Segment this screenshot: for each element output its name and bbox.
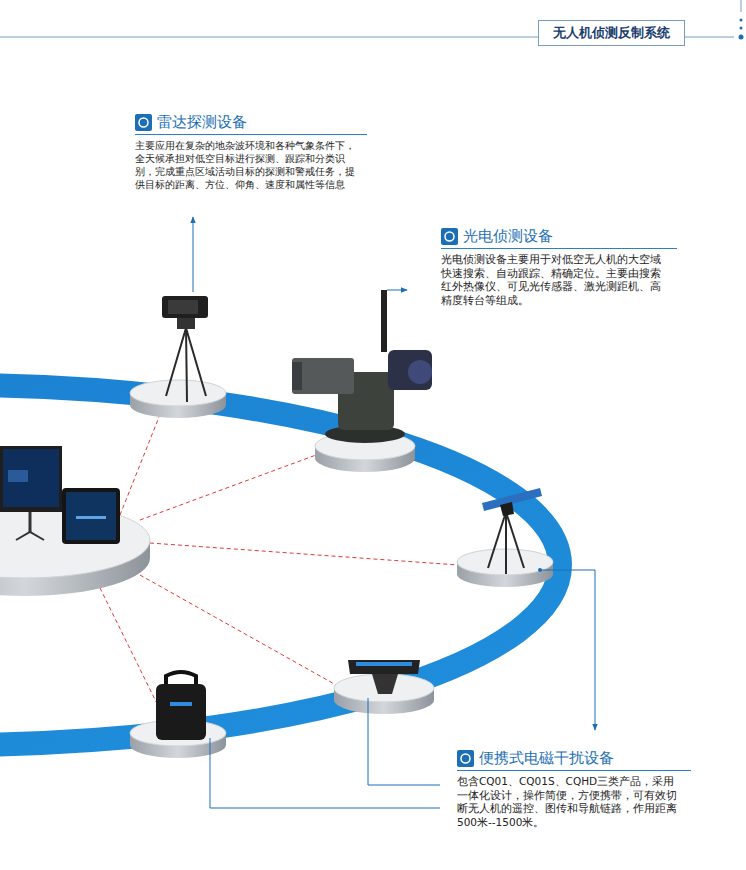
heading-icon-glyph xyxy=(461,754,470,763)
monitor-foot xyxy=(16,532,44,540)
monitor-screen xyxy=(3,449,59,507)
camera-box xyxy=(292,358,354,394)
backpack-handle xyxy=(166,672,196,686)
heading-icon-glyph xyxy=(445,232,454,241)
section-body: 主要应用在复杂的地杂波环境和各种气象条件下，全天候承担对低空目标进行探测、跟踪和… xyxy=(135,139,363,191)
tripod-leg xyxy=(186,328,206,396)
pedestal xyxy=(130,380,226,418)
section-body: 光电侦测设备主要用于对低空无人机的大空域快速搜索、自动跟踪、精确定位。主要由搜索… xyxy=(441,253,663,308)
pedestal-top xyxy=(130,380,226,406)
lens-box xyxy=(388,350,432,390)
heading-icon-glyph xyxy=(139,118,148,127)
backpack-logo xyxy=(170,702,192,706)
header-dot xyxy=(740,19,743,22)
section-body: 包含CQ01、CQ01S、CQHD三类产品，采用一体化设计，操作简便，方便携带，… xyxy=(457,775,685,830)
handheld-handle xyxy=(372,674,398,694)
tripod-leg xyxy=(166,328,186,396)
monitor-ui xyxy=(8,470,28,482)
heading-icon xyxy=(135,114,152,131)
tablet-ui xyxy=(76,516,106,519)
leader-line xyxy=(368,698,440,785)
leader-arrow xyxy=(540,570,595,730)
leader-arrow xyxy=(193,217,194,292)
tablet-frame xyxy=(62,488,120,544)
heading-icon xyxy=(457,750,474,767)
section-heading: 雷达探测设备 xyxy=(135,113,367,135)
device-section: 便携式电磁干扰设备包含CQ01、CQ01S、CQHD三类产品，采用一体化设计，操… xyxy=(457,749,691,830)
dashed-link xyxy=(120,402,165,515)
leader-arrow xyxy=(387,290,407,291)
lens xyxy=(408,360,432,384)
pedestal-top xyxy=(334,674,434,702)
jammer-grip xyxy=(500,502,514,516)
header-tick xyxy=(741,0,742,12)
tripod-leg xyxy=(505,512,507,574)
section-heading: 便携式电磁干扰设备 xyxy=(457,749,691,771)
device-section: 雷达探测设备主要应用在复杂的地杂波环境和各种气象条件下，全天候承担对低空目标进行… xyxy=(135,113,367,191)
page-title: 无人机侦测反制系统 xyxy=(538,20,685,46)
header-dot xyxy=(739,35,744,40)
tripod-leg xyxy=(506,512,524,568)
device-section: 光电侦测设备光电侦测设备主要用于对低空无人机的大空域快速搜索、自动跟踪、精确定位… xyxy=(441,227,677,308)
monitor-stand xyxy=(29,512,32,532)
camera-front xyxy=(292,362,302,390)
radar-mount xyxy=(177,317,195,329)
leader-line xyxy=(210,738,440,808)
radar-panel xyxy=(162,296,208,318)
tablet-screen xyxy=(66,492,116,540)
sensor-mast xyxy=(381,290,387,352)
dashed-link xyxy=(140,575,345,690)
heading-icon xyxy=(441,228,458,245)
monitor-frame xyxy=(0,446,62,512)
dashed-link xyxy=(140,448,335,520)
section-heading: 光电侦测设备 xyxy=(441,227,677,249)
backpack-body xyxy=(156,684,206,740)
handheld-stripe xyxy=(356,662,412,666)
header-dot xyxy=(740,27,743,30)
handheld-body xyxy=(348,660,420,674)
pedestal xyxy=(334,674,434,714)
tripod-leg xyxy=(186,328,187,402)
radar-face xyxy=(168,300,198,314)
dashed-link xyxy=(150,543,458,565)
blue-ring xyxy=(0,385,560,745)
tripod-leg xyxy=(488,512,506,568)
